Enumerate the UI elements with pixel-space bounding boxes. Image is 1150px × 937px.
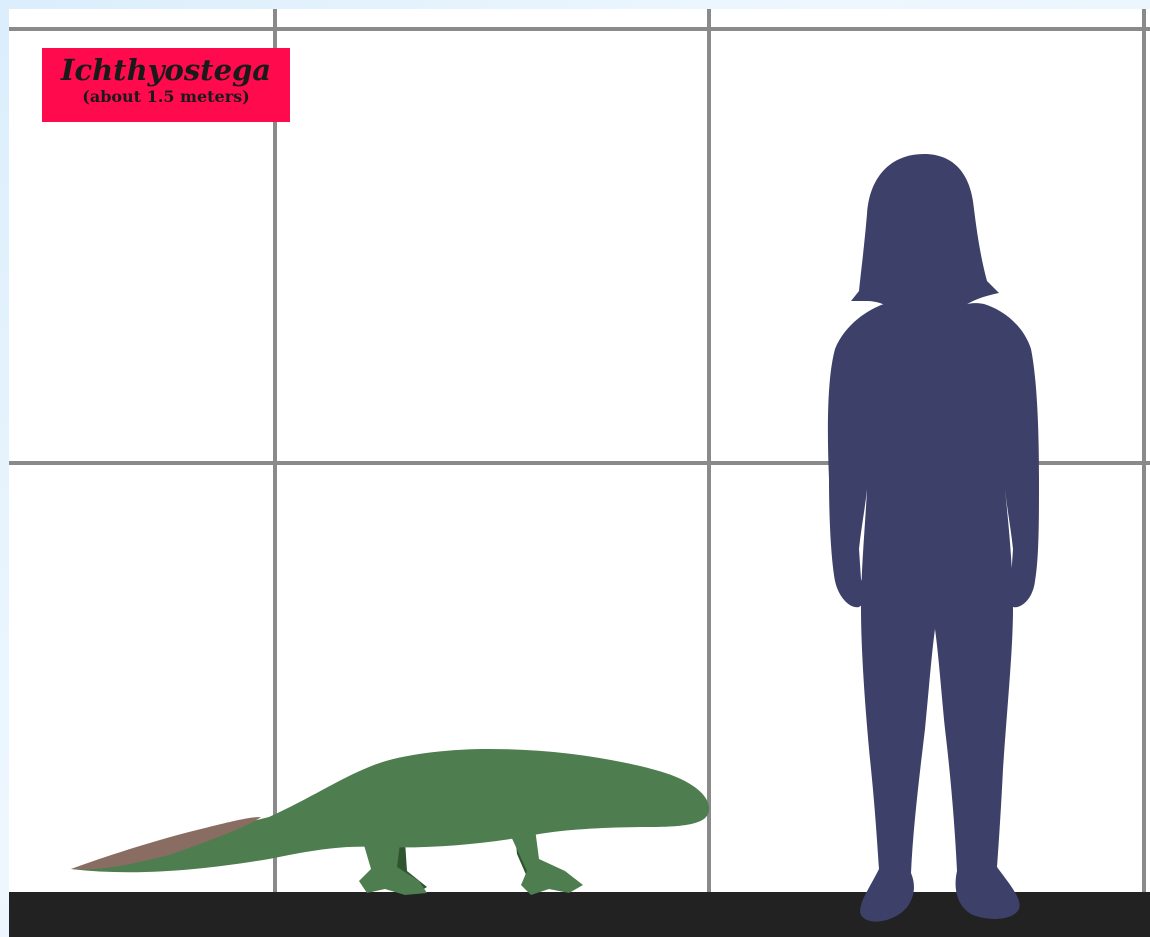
human-body: [828, 303, 1039, 921]
silhouettes: [9, 9, 1150, 937]
human-head: [851, 154, 999, 309]
human-silhouette: [828, 154, 1039, 922]
ichthyostega-silhouette: [71, 749, 709, 895]
scale-chart: Ichthyostega (about 1.5 meters): [9, 9, 1150, 937]
